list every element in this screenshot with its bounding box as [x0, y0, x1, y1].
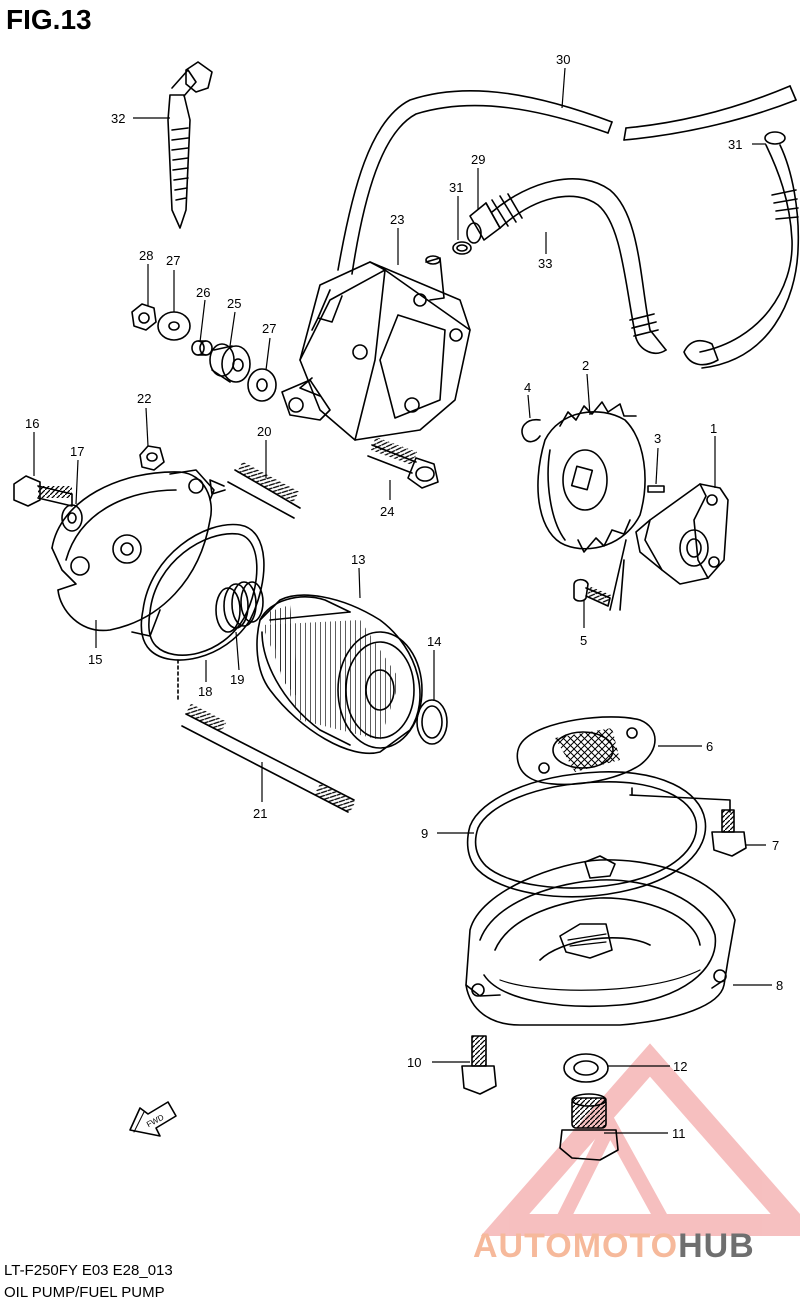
part-4-circlip: [521, 418, 541, 443]
part-28-nut: [131, 303, 157, 331]
part-1-oil-pump: [635, 483, 729, 585]
part-23-fuel-pump: [281, 255, 471, 441]
part-9-gasket: [466, 771, 707, 898]
part-21-long-stud: [181, 703, 356, 813]
callout-11: 11: [672, 1126, 686, 1141]
callout-24: 24: [380, 504, 394, 519]
callout-29: 29: [471, 152, 485, 167]
part-26-collar: [191, 340, 213, 356]
part-14-o-ring: [416, 699, 448, 745]
leader-lines: [33, 67, 772, 1134]
diagram-caption: OIL PUMP/FUEL PUMP: [4, 1284, 165, 1301]
fwd-arrow-icon: [129, 1101, 177, 1137]
part-31-hose-right: [699, 131, 800, 369]
callout-20: 20: [257, 424, 271, 439]
callout-13: 13: [351, 552, 365, 567]
callout-33: 33: [538, 256, 552, 271]
part-19-spring: [215, 581, 264, 633]
callout-17: 17: [70, 444, 84, 459]
part-7-bolt: [711, 809, 747, 857]
part-17-washer: [61, 504, 83, 532]
callout-numbers: 30 32 31 29 31 33 23 28 27 26 25 27 4 2 …: [25, 52, 783, 1141]
model-code: LT-F250FY E03 E28_013: [4, 1262, 173, 1279]
callout-7: 7: [772, 838, 779, 853]
part-16-bolt: [13, 475, 73, 507]
watermark-part1: AUTOMOTO: [473, 1227, 679, 1265]
callout-31a: 31: [728, 137, 742, 152]
callout-31b: 31: [449, 180, 463, 195]
callout-5: 5: [580, 633, 587, 648]
callout-30: 30: [556, 52, 570, 67]
callout-15: 15: [88, 652, 102, 667]
callout-8: 8: [776, 978, 783, 993]
callout-2: 2: [582, 358, 589, 373]
callout-25: 25: [227, 296, 241, 311]
part-13-oil-filter: [256, 594, 423, 755]
part-3-pin: [647, 485, 665, 493]
part-30-hose: [337, 85, 797, 275]
part-11-drain-plug: [559, 1093, 619, 1161]
part-24-bolt: [367, 436, 439, 489]
callout-32: 32: [111, 111, 125, 126]
part-29-fitting: [466, 202, 501, 244]
callout-3: 3: [654, 431, 661, 446]
part-27-washer-b: [247, 368, 277, 402]
callout-18: 18: [198, 684, 212, 699]
watermark-part2: HUB: [678, 1227, 755, 1265]
callout-4: 4: [524, 380, 531, 395]
callout-12: 12: [673, 1059, 687, 1074]
callout-19: 19: [230, 672, 244, 687]
figure-title: FIG.13: [6, 4, 92, 35]
part-10-bolt: [461, 1035, 497, 1095]
part-5-screw: [573, 578, 611, 607]
callout-22: 22: [137, 391, 151, 406]
callout-21: 21: [253, 806, 267, 821]
part-27-washer-a: [157, 311, 191, 341]
callout-16: 16: [25, 416, 39, 431]
part-20-stud: [209, 461, 301, 519]
part-12-washer: [563, 1053, 609, 1083]
callout-10: 10: [407, 1055, 421, 1070]
part-33-hose: [485, 178, 667, 354]
part-31-clip: [452, 241, 472, 255]
part-32-cable-tie: [167, 61, 213, 229]
callout-1: 1: [710, 421, 717, 436]
callout-23: 23: [390, 212, 404, 227]
part-25-grommet: [209, 343, 251, 383]
part-6-strainer: [516, 716, 656, 786]
watermark-logo: AUTOMOTOHUB: [473, 1227, 755, 1266]
callout-27a: 27: [166, 253, 180, 268]
part-22-nut: [139, 445, 165, 471]
callout-9: 9: [421, 826, 428, 841]
callout-28: 28: [139, 248, 153, 263]
part-15-filter-cap: [51, 469, 215, 637]
callout-6: 6: [706, 739, 713, 754]
callout-27b: 27: [262, 321, 276, 336]
part-2-gear: [537, 401, 646, 553]
callout-14: 14: [427, 634, 441, 649]
watermark-triangle: [480, 1043, 800, 1236]
callout-26: 26: [196, 285, 210, 300]
part-8-cover: [465, 855, 736, 1026]
